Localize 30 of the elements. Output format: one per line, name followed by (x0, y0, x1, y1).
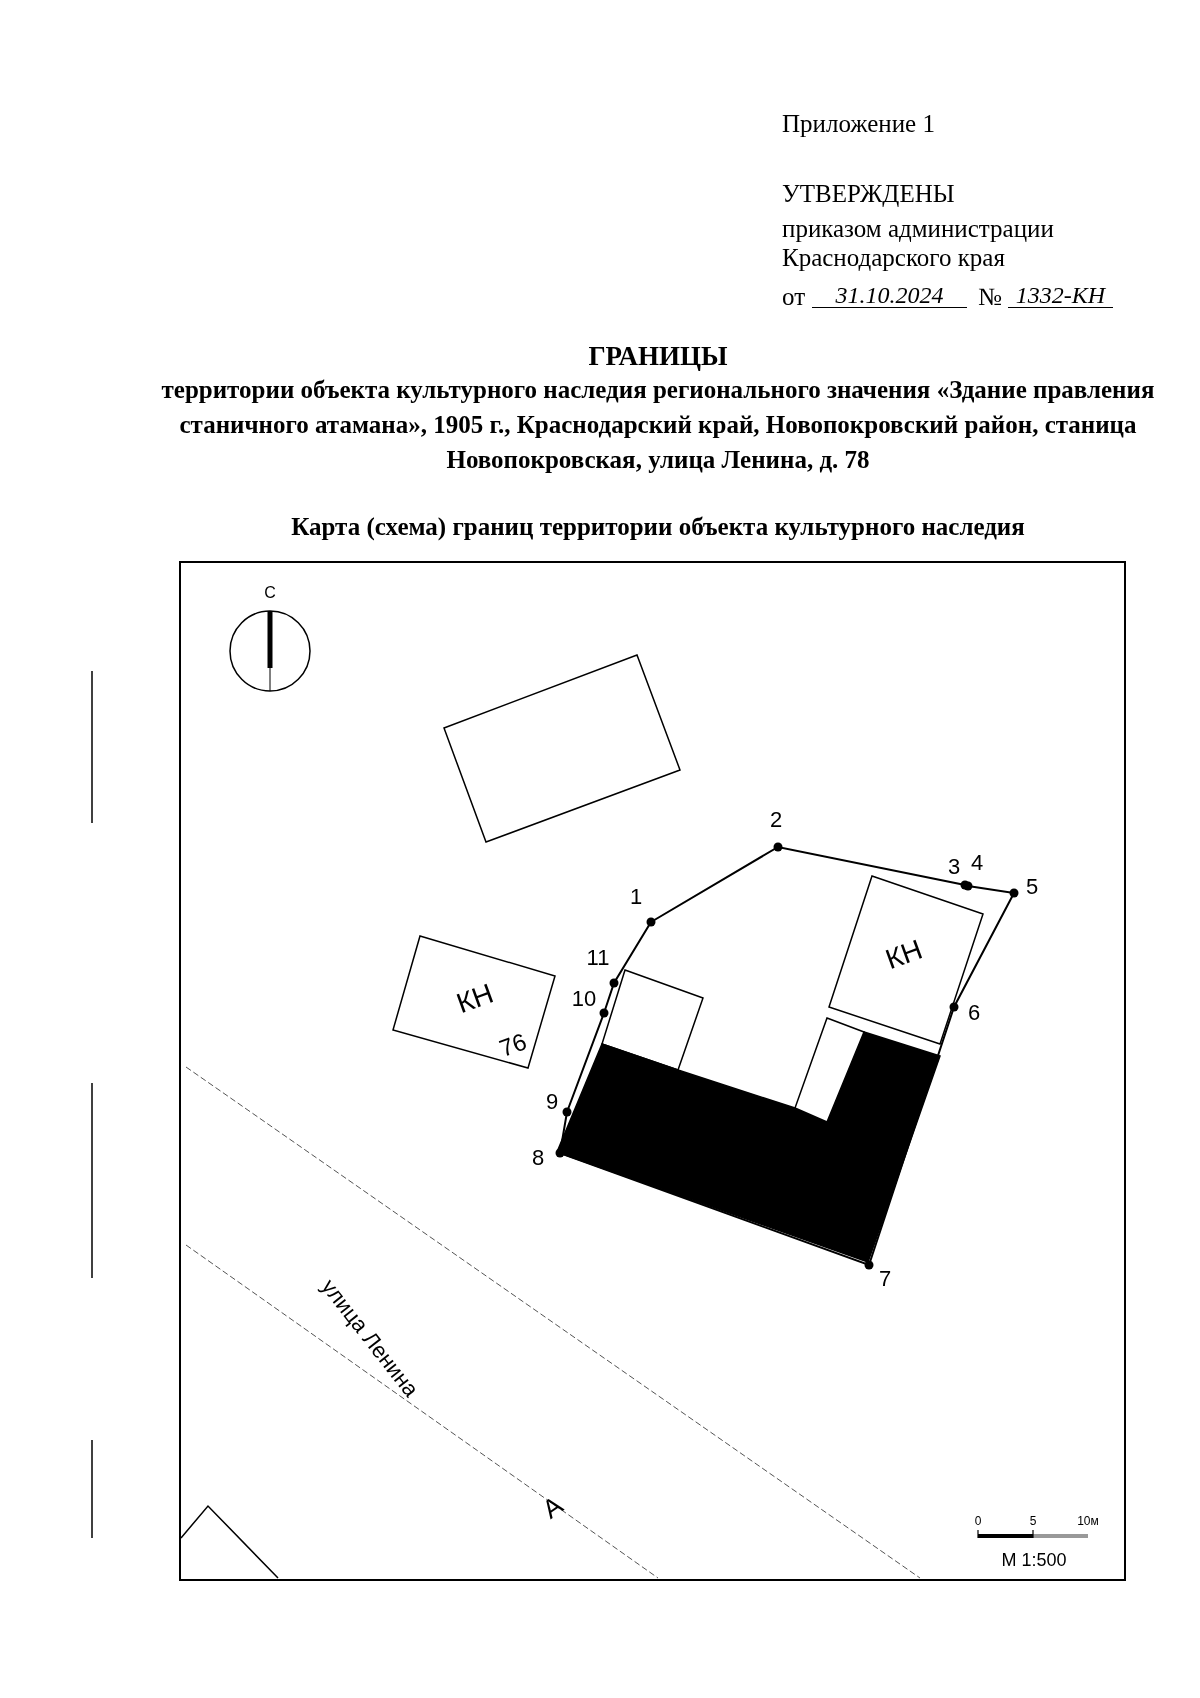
date-prefix: от (782, 283, 806, 312)
scale-text: М 1:500 (1001, 1549, 1067, 1571)
scale-tick-label: 10м (1077, 1515, 1099, 1529)
point-number: 4 (970, 850, 984, 876)
document-title: ГРАНИЦЫ (588, 341, 728, 373)
handwritten-number: 1332-КН (1008, 283, 1113, 308)
point-number: 5 (1025, 874, 1039, 900)
point-number: 10 (571, 986, 597, 1012)
point-number: 7 (878, 1266, 892, 1292)
building-code: КН (452, 977, 498, 1021)
point-number: 8 (531, 1145, 545, 1171)
approval-heading: УТВЕРЖДЕНЫ (782, 180, 955, 209)
number-sign: № (978, 283, 1002, 312)
point-number: 1 (629, 884, 643, 910)
house-number: 76 (495, 1027, 531, 1063)
point-number: 6 (967, 1000, 981, 1026)
scale-tick-label: 0 (974, 1515, 982, 1529)
approval-text: приказом администрации Краснодарского края (782, 215, 1055, 273)
handwritten-date: 31.10.2024 (812, 283, 967, 308)
point-number: 3 (947, 854, 961, 880)
point-number: 11 (586, 945, 610, 971)
point-number: 9 (545, 1089, 559, 1115)
map-title: Карта (схема) границ территории объекта культурного наследия (291, 512, 1025, 542)
appendix-heading: Приложение 1 (782, 110, 935, 139)
north-label: С (264, 583, 276, 603)
subtitle: территории объекта культурного наследия регионального значения «Здание правления станичного атамана», 1905 г., Краснодарский край, Новопокровский район, станица Новопокровская, улица Ленина, д. 78 (160, 375, 1156, 475)
scale-tick-label: 5 (1029, 1515, 1037, 1529)
building-code: КН (881, 933, 927, 977)
zone-letter: А (537, 1490, 569, 1526)
point-number: 2 (769, 807, 783, 833)
